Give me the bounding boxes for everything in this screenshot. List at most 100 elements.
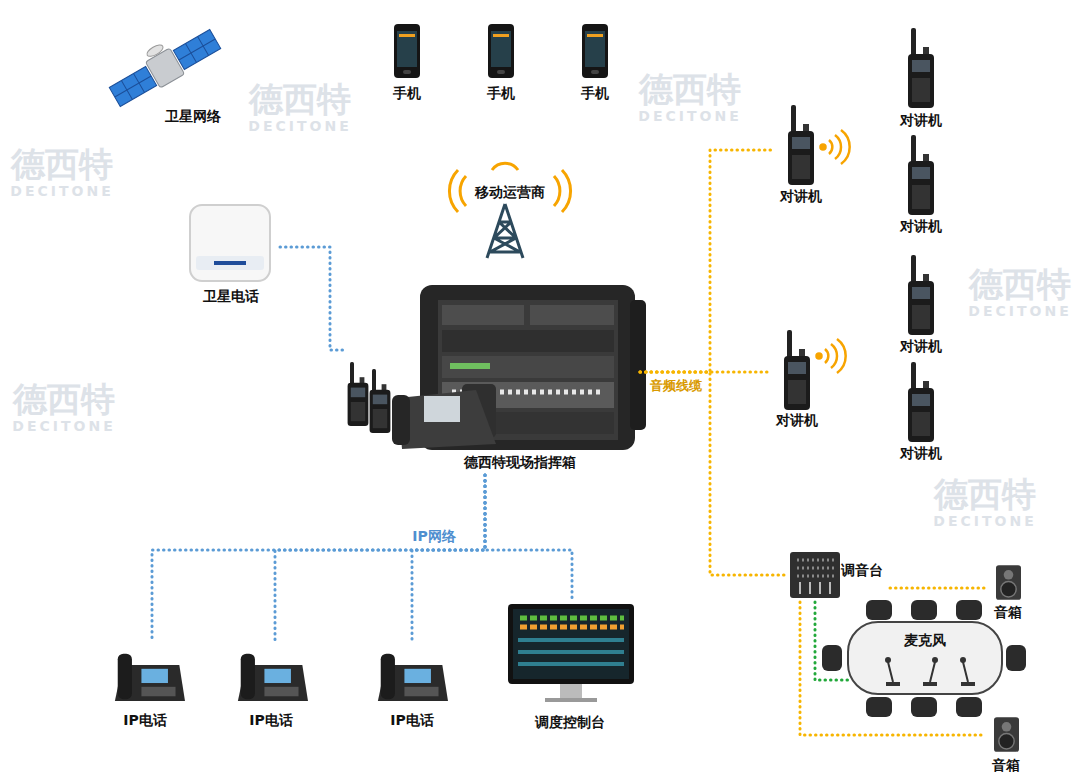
device-label: 对讲机 [780, 188, 822, 205]
microphone-necks [888, 662, 968, 682]
device-node: 手机 [479, 20, 524, 103]
ip-phone-icon [378, 654, 448, 701]
device-label: 手机 [581, 85, 609, 102]
wireless-dot [817, 354, 822, 359]
chair [911, 600, 937, 620]
rack-unit [530, 305, 614, 325]
mixer-knobs [797, 560, 834, 576]
device-node: 对讲机 [893, 252, 949, 356]
watermark-text: DECITONE [933, 514, 1036, 529]
device-node: 对讲机 [773, 102, 829, 207]
satellite-icon [103, 18, 223, 110]
mobile-phone-icon [394, 24, 420, 78]
connector-line [640, 372, 785, 575]
device-label: 对讲机 [900, 112, 942, 129]
device-label: IP电话 [249, 712, 292, 729]
ip-phone-icon [238, 654, 308, 701]
radio-icon [370, 369, 391, 433]
mobile-phone-icon [488, 24, 514, 78]
device-label: 对讲机 [900, 338, 942, 355]
panel-grid [109, 29, 220, 106]
device-node: 麦克风 [850, 625, 1000, 695]
device-label: 对讲机 [776, 412, 818, 429]
device-label: IP电话 [390, 712, 433, 729]
radio-icon [908, 255, 934, 335]
rack-unit [442, 356, 614, 378]
device-label: IP电话 [123, 712, 166, 729]
device-node: 德西特现场指挥箱 [345, 280, 640, 475]
device-label: 卫星网络 [165, 108, 221, 125]
tower-lattice [487, 204, 523, 258]
signal-arcs [554, 170, 571, 212]
device-node: 卫星电话 [180, 200, 280, 306]
radio-icon [908, 28, 934, 108]
mobile-phone-icon [582, 24, 608, 78]
speaker-icon [996, 565, 1021, 600]
watermark-text: 德西特 [249, 81, 351, 118]
radio-icon [908, 362, 934, 442]
signal-arcs [449, 170, 466, 212]
desk-phone [398, 390, 496, 449]
watermark-text: 德西特 [969, 266, 1071, 303]
monitor-icon [508, 604, 634, 702]
monitor-screen [513, 609, 629, 679]
connector-line [640, 150, 773, 372]
watermark-text: 德西特 [934, 476, 1036, 513]
case-latch [630, 300, 646, 430]
wireless-dot [821, 145, 826, 150]
mixer-icon [790, 552, 840, 598]
device-label: 卫星电话 [203, 288, 259, 305]
screen-buttons [520, 625, 624, 630]
device-node: 调音台 [785, 548, 890, 602]
screen-track [518, 650, 624, 654]
device-mark [214, 261, 246, 265]
monitor-base [545, 698, 597, 702]
screen-track [518, 662, 624, 666]
satellite-phone-icon [190, 205, 270, 281]
rack-unit [442, 305, 524, 325]
table-top [848, 622, 1002, 694]
wireless-arcs [829, 130, 850, 164]
mixer-faders [800, 582, 830, 594]
chair [956, 697, 982, 717]
device-label: 手机 [487, 85, 515, 102]
microphone-head [960, 657, 966, 663]
connector-line [800, 602, 984, 735]
connector-line [152, 475, 485, 640]
device-node: 对讲机 [769, 327, 825, 430]
watermark-text: DECITONE [638, 109, 741, 124]
device-node: 对讲机 [893, 25, 949, 130]
watermark-text: 德西特 [639, 71, 741, 108]
chair [956, 600, 982, 620]
device-label: 移动运营商 [475, 184, 545, 201]
watermark-text: DECITONE [10, 184, 113, 199]
wireless-arcs [825, 339, 846, 373]
device-band [196, 256, 264, 270]
device-node: 手机 [573, 20, 618, 103]
speaker-icon [994, 717, 1019, 752]
monitor-frame [508, 604, 634, 684]
rack-unit [442, 330, 614, 352]
watermark-text: 德西特 [13, 381, 115, 418]
connector-line [412, 475, 485, 640]
wireless-symbol [821, 130, 850, 164]
screen-buttons [520, 616, 624, 621]
watermark-text: DECITONE [968, 304, 1071, 319]
radio-icon [348, 362, 369, 426]
connector-line [280, 247, 345, 350]
wireless-symbol [817, 339, 846, 373]
device-node: 对讲机 [893, 132, 949, 236]
device-label: 对讲机 [900, 218, 942, 235]
tower-icon [449, 163, 570, 258]
radio-icon [908, 135, 934, 215]
device-node: 音箱 [984, 712, 1030, 776]
screen-track [518, 638, 624, 642]
device-node: 移动运营商 [455, 160, 565, 260]
device-node: 卫星网络 [108, 25, 238, 128]
device-label: 音箱 [994, 604, 1022, 621]
radio-icon [788, 105, 814, 185]
desk-phone-screen [424, 396, 460, 422]
mixer-body [790, 552, 840, 598]
chair [1006, 645, 1026, 671]
device-node: 调度控制台 [505, 600, 640, 732]
